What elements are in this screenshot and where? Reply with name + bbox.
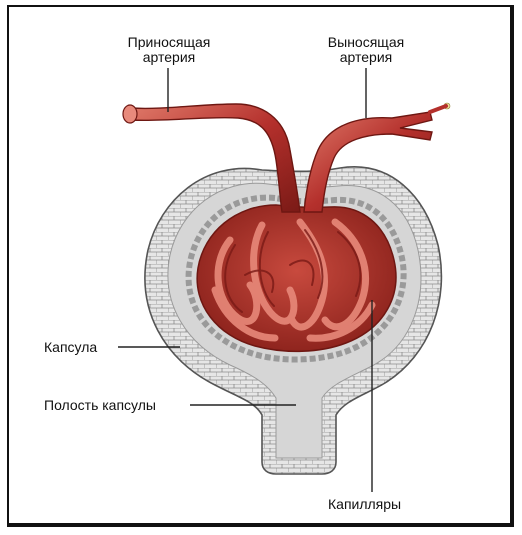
capsule-label: Капсула (44, 340, 97, 355)
capillary-tuft (197, 205, 396, 351)
capsule-cavity-label: Полость капсулы (44, 398, 156, 413)
efferent-label-line1: Выносящая (312, 35, 420, 50)
efferent-label-line2: артерия (312, 50, 420, 65)
afferent-artery-label: Приносящая артерия (112, 35, 226, 65)
efferent-artery-label: Выносящая артерия (312, 35, 420, 65)
afferent-label-line2: артерия (112, 50, 226, 65)
capillaries-label: Капилляры (328, 497, 401, 512)
afferent-label-line1: Приносящая (112, 35, 226, 50)
